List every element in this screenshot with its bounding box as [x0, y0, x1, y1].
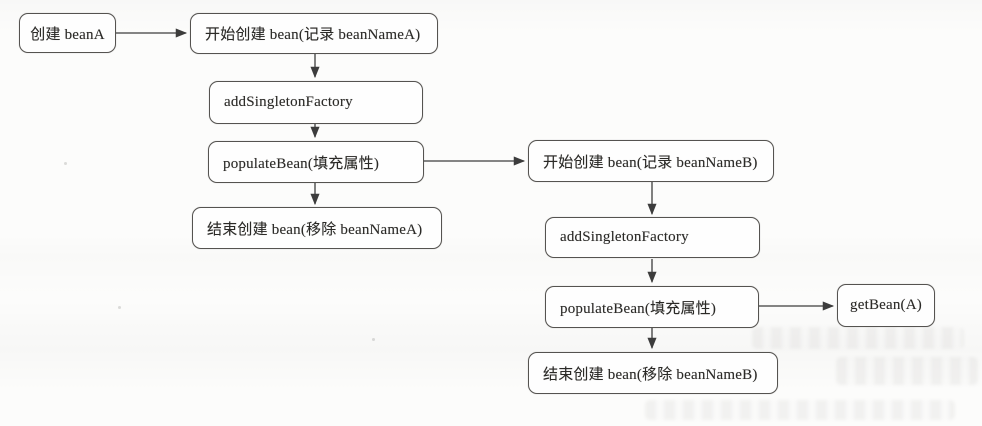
flow-node-populate-bean-A: populateBean(填充属性)	[208, 141, 424, 183]
flow-node-add-singleton-factory-B: addSingletonFactory	[545, 217, 760, 258]
flow-node-end-create-beanA: 结束创建 bean(移除 beanNameA)	[192, 207, 442, 249]
scan-artifact	[752, 327, 964, 349]
flow-node-get-bean-A: getBean(A)	[837, 284, 935, 327]
flow-node-label: 创建 beanA	[30, 26, 105, 43]
flow-node-start-create-beanB: 开始创建 bean(记录 beanNameB)	[528, 140, 774, 182]
scan-artifact	[836, 357, 978, 385]
flow-node-label: addSingletonFactory	[224, 94, 353, 110]
flow-node-create-beanA: 创建 beanA	[19, 13, 116, 53]
flow-node-label: 结束创建 bean(移除 beanNameA)	[207, 221, 423, 238]
flow-node-label: 开始创建 bean(记录 beanNameA)	[205, 27, 421, 43]
flow-node-label: getBean(A)	[850, 297, 922, 313]
flow-node-label: addSingletonFactory	[560, 229, 689, 245]
scan-artifact	[372, 338, 375, 341]
flow-node-label: 开始创建 bean(记录 beanNameB)	[543, 154, 758, 171]
scan-artifact	[118, 306, 121, 309]
flow-node-start-create-beanA: 开始创建 bean(记录 beanNameA)	[190, 13, 438, 54]
scan-artifact	[645, 400, 955, 420]
flow-node-populate-bean-B: populateBean(填充属性)	[545, 286, 759, 328]
flow-node-label: populateBean(填充属性)	[223, 155, 380, 172]
flow-node-end-create-beanB: 结束创建 bean(移除 beanNameB)	[528, 352, 778, 394]
scan-artifact	[64, 162, 67, 165]
flow-node-label: 结束创建 bean(移除 beanNameB)	[543, 366, 758, 383]
flow-node-add-singleton-factory-A: addSingletonFactory	[209, 81, 423, 124]
flow-node-label: populateBean(填充属性)	[560, 300, 717, 317]
